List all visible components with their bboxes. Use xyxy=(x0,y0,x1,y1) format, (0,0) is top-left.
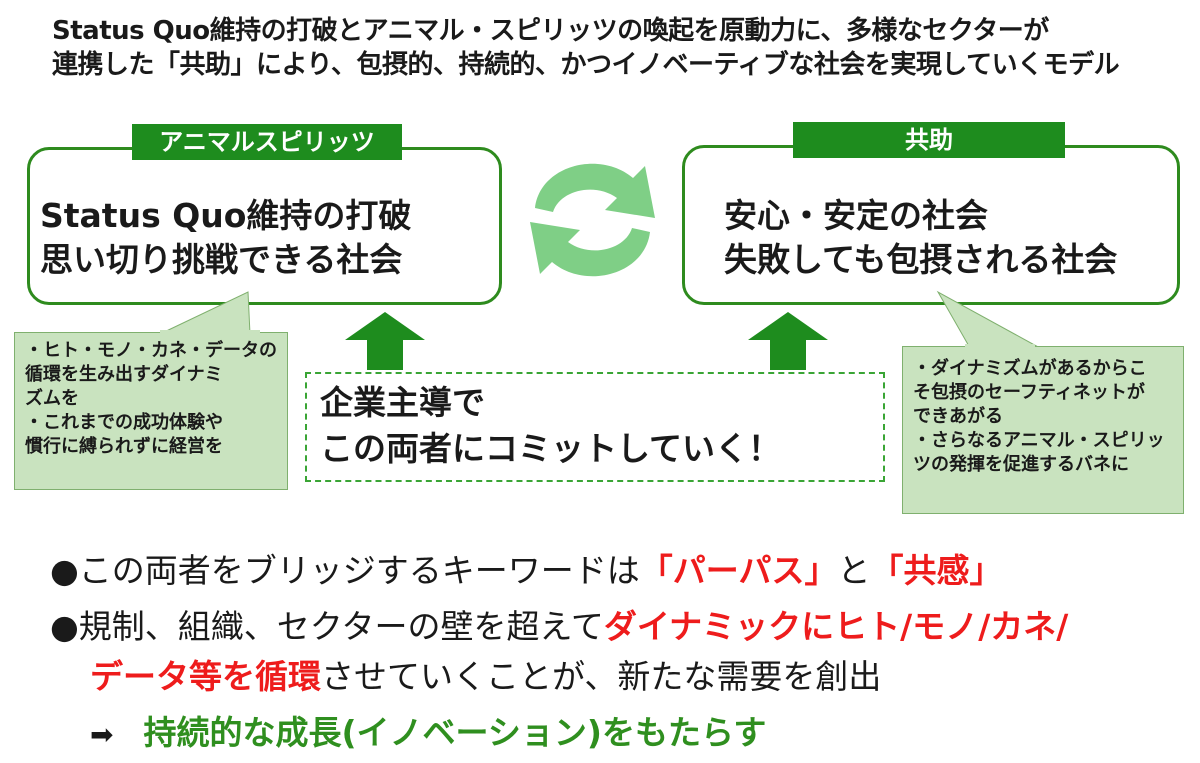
mutual-aid-line-1: 安心・安定の社会 xyxy=(724,196,988,235)
bullet-circulation-cont: データ等を循環させていくことが、新たな需要を創出 xyxy=(90,654,881,700)
left-callout: ・ヒト・モノ・カネ・データの 循環を生み出すダイナミ ズムを ・これまでの成功体… xyxy=(14,332,288,490)
center-commit-text: 企業主導で この両者にコミットしていく！ xyxy=(320,380,781,472)
bullet-2-text: ●規制、組織、セクターの壁を超えて xyxy=(50,607,604,646)
right-callout: ・ダイナミズムがあるからこ そ包摂のセーフティネットが できあがる ・さらなるア… xyxy=(902,346,1184,514)
left-callout-tail xyxy=(159,291,251,335)
right-callout-line: ツの発揮を促進するバネに xyxy=(913,454,1129,475)
title-line-1: Status Quo維持の打破とアニマル・スピリッツの喚起を原動力に、多様なセク… xyxy=(52,16,1049,46)
cycle-arrow-bottom-icon xyxy=(530,222,650,277)
outcome-text: 持続的な成長(イノベーション)をもたらす xyxy=(143,713,767,752)
left-callout-line: ・ヒト・モノ・カネ・データの xyxy=(25,340,277,361)
right-callout-line: ・さらなるアニマル・スピリッ xyxy=(913,430,1165,451)
left-callout-line: 慣行に縛られずに経営を xyxy=(25,436,223,457)
animal-spirits-line-2: 思い切り挑戦できる社会 xyxy=(40,240,403,279)
right-callout-tail xyxy=(936,290,1041,349)
left-callout-line: ズムを xyxy=(25,388,79,409)
title-line-2: 連携した「共助」により、包摂的、持続的、かつイノベーティブな社会を実現していくモ… xyxy=(52,50,1120,80)
keyword-purpose: 「パーパス」 xyxy=(639,551,838,590)
right-callout-line: そ包摂のセーフティネットが xyxy=(913,382,1145,403)
center-line-1: 企業主導で xyxy=(320,383,485,422)
right-callout-line: ・ダイナミズムがあるからこ xyxy=(913,358,1147,379)
keyword-empathy: 「共感」 xyxy=(870,551,1003,590)
bullet-3-text: させていくことが、新たな需要を創出 xyxy=(321,657,882,696)
right-callout-tail-cover xyxy=(965,344,1035,348)
center-line-2: この両者にコミットしていく！ xyxy=(320,429,782,468)
animal-spirits-line-1: Status Quo維持の打破 xyxy=(40,196,412,235)
bullet-outcome: ➡ 持続的な成長(イノベーション)をもたらす xyxy=(90,710,766,758)
up-arrow-left-icon xyxy=(345,312,425,370)
mutual-aid-text: 安心・安定の社会 失敗しても包摂される社会 xyxy=(724,194,1117,282)
cycle-arrow-top-icon xyxy=(535,163,655,218)
bullet-2-red: ダイナミックにヒト/モノ/カネ/ xyxy=(603,607,1069,646)
mutual-aid-tab: 共助 xyxy=(793,122,1065,158)
bullet-bridge-keyword: ●この両者をブリッジするキーワードは「パーパス」と「共感」 xyxy=(50,548,1002,594)
mutual-aid-box xyxy=(682,145,1180,305)
center-commit-box xyxy=(305,372,885,482)
left-callout-line: 循環を生み出すダイナミ xyxy=(25,364,223,385)
bullet-1-and: と xyxy=(837,551,871,590)
animal-spirits-text: Status Quo維持の打破 思い切り挑戦できる社会 xyxy=(40,194,411,282)
animal-spirits-tab: アニマルスピリッツ xyxy=(132,124,402,160)
mutual-aid-line-2: 失敗しても包摂される社会 xyxy=(724,240,1118,279)
up-arrow-right-icon xyxy=(748,312,828,370)
right-arrow-icon: ➡ xyxy=(90,718,114,751)
page-title: Status Quo維持の打破とアニマル・スピリッツの喚起を原動力に、多様なセク… xyxy=(52,14,1172,82)
right-callout-line: できあがる xyxy=(913,406,1003,427)
cycle-arrows-icon xyxy=(530,163,655,277)
bullet-1-text: ●この両者をブリッジするキーワードは xyxy=(50,551,640,590)
bullet-3-red: データ等を循環 xyxy=(90,657,321,696)
bullet-circulation: ●規制、組織、セクターの壁を超えてダイナミックにヒト/モノ/カネ/ xyxy=(50,604,1068,650)
left-callout-tail-cover xyxy=(160,330,260,334)
left-callout-line: ・これまでの成功体験や xyxy=(25,412,223,433)
